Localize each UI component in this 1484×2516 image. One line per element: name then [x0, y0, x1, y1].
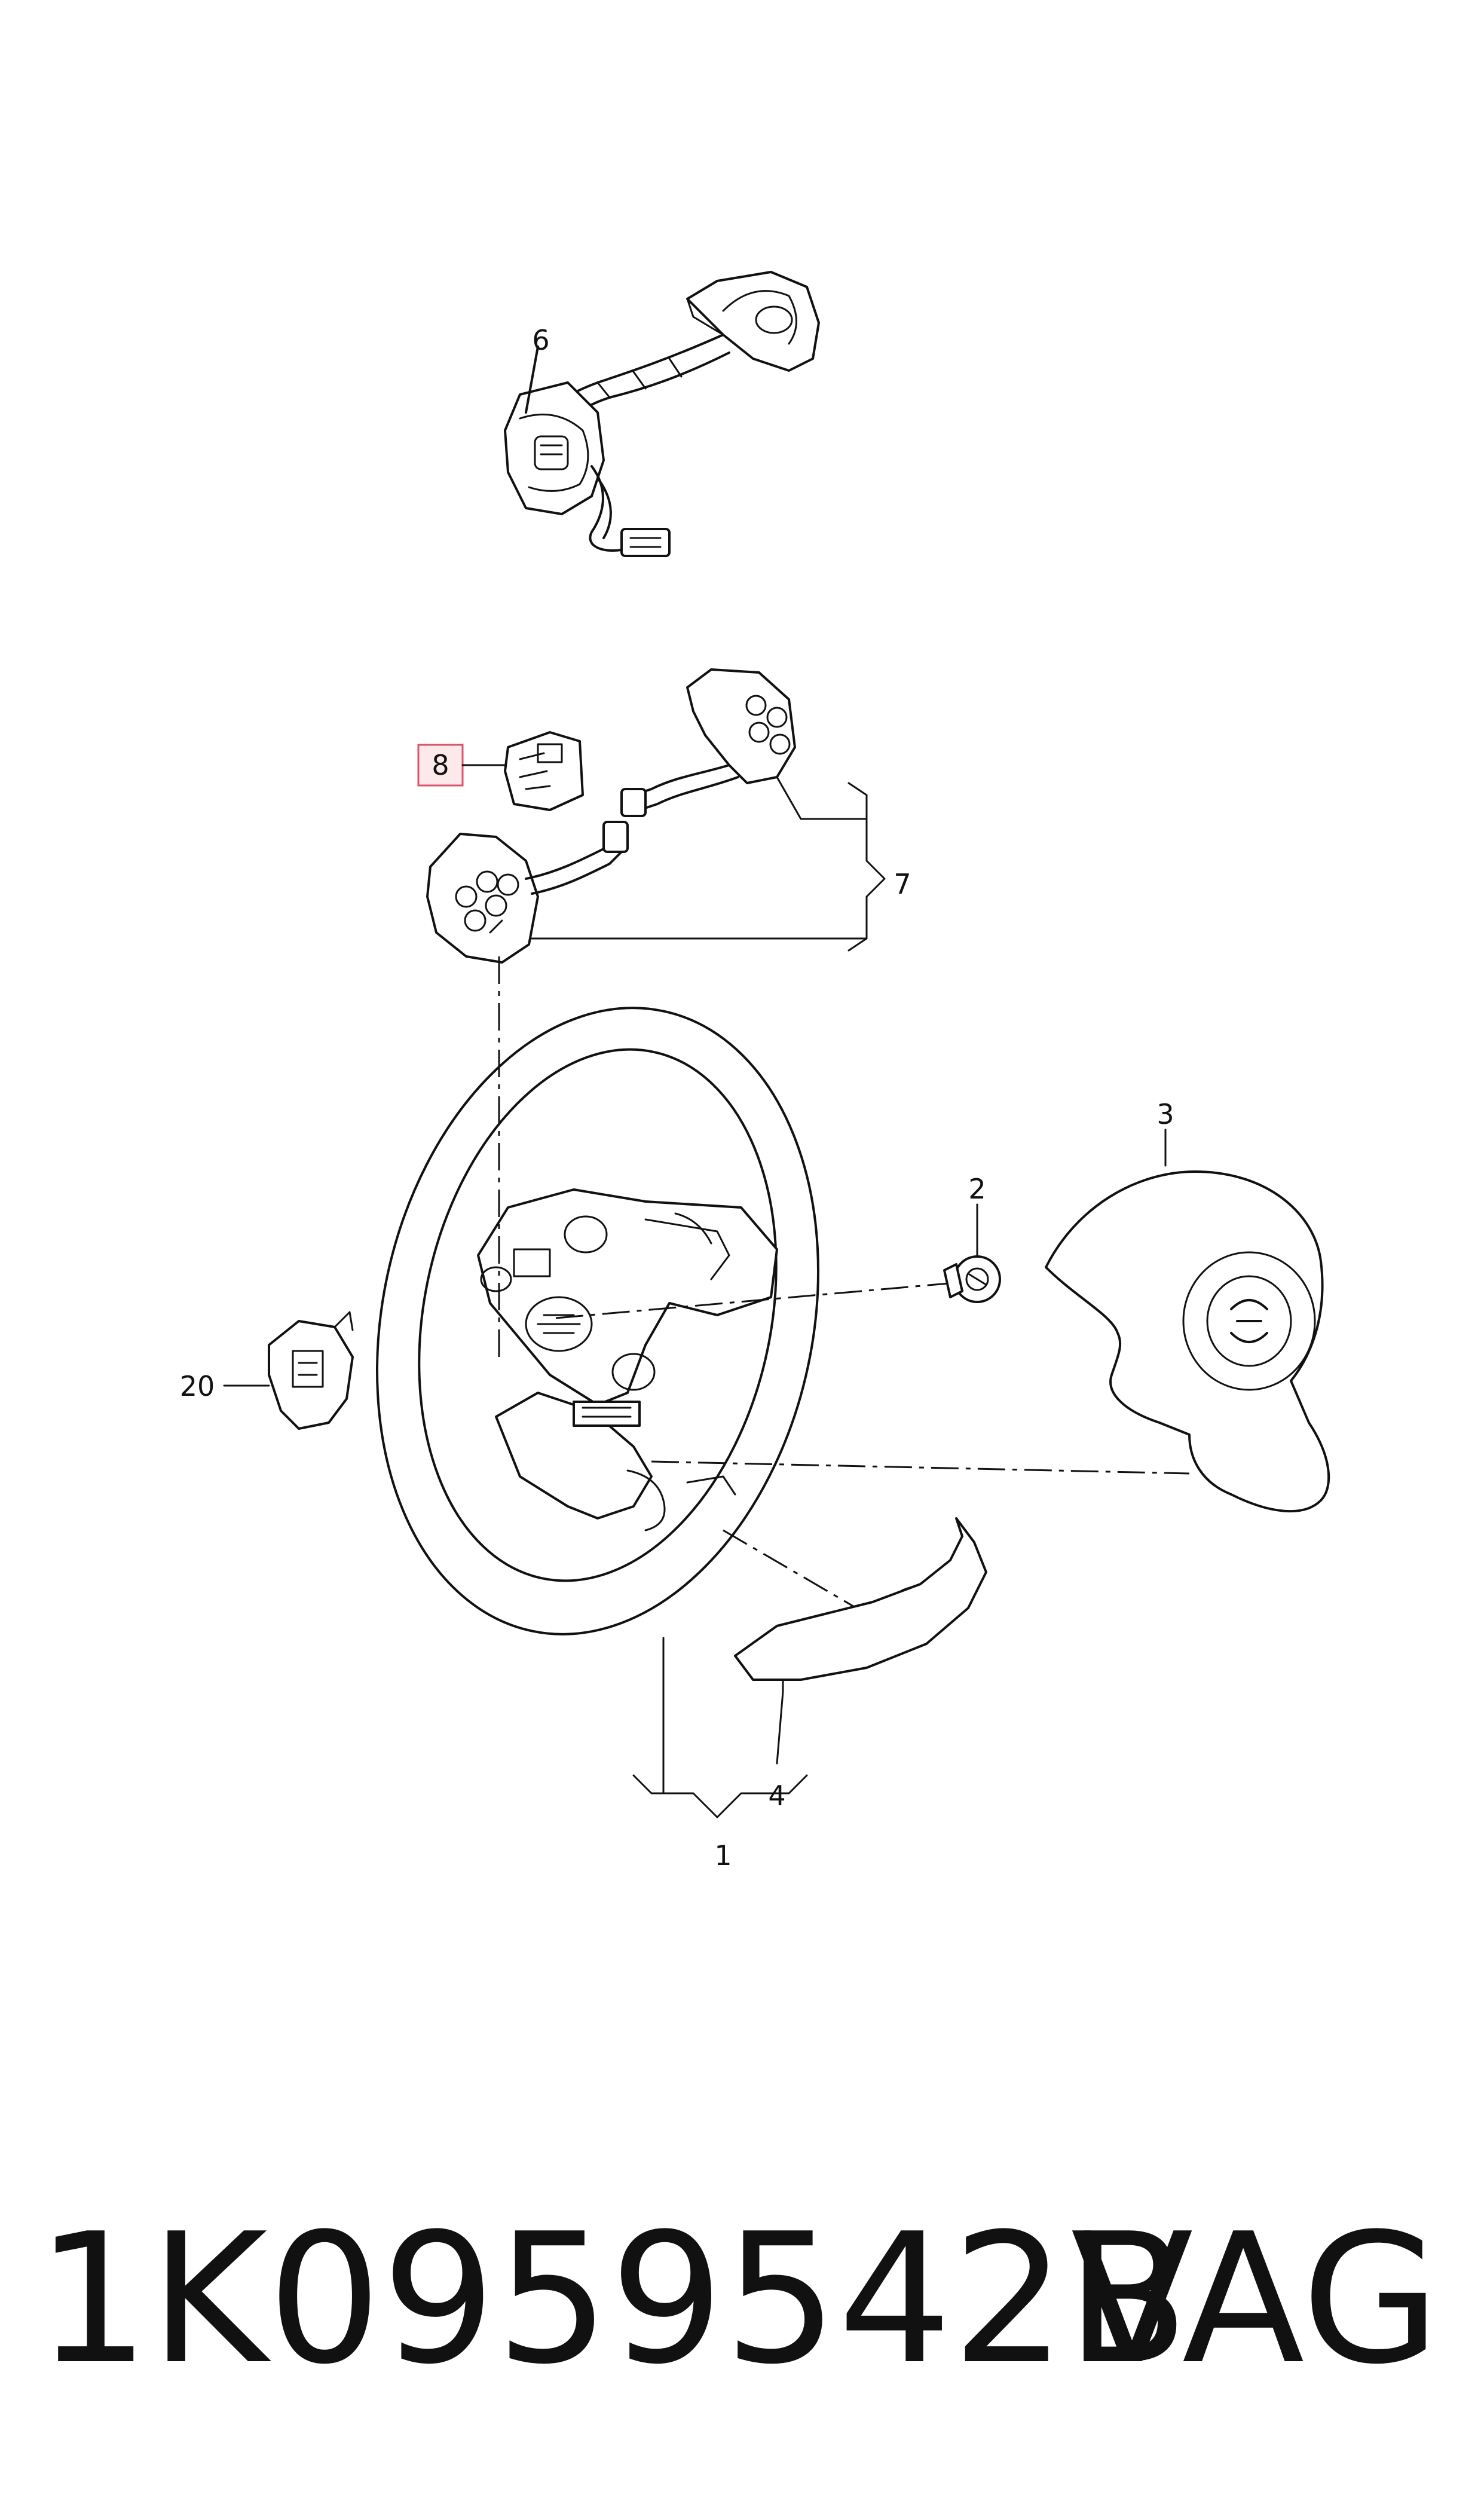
callout-8: 8: [432, 749, 449, 781]
callout-4: 4: [768, 1780, 785, 1812]
part-number: 1K0959542B: [36, 2195, 1189, 2404]
airbag-3: [1045, 1129, 1330, 1513]
steering-wheel-1: [376, 956, 1190, 1818]
callout-6: 6: [532, 324, 549, 356]
bolt-2: [943, 1203, 1001, 1303]
callout-1: 1: [714, 1839, 732, 1872]
callout-3: 3: [1156, 1098, 1174, 1130]
switch-set-7: [417, 668, 886, 964]
switch-assembly-6: [504, 271, 820, 557]
callout-2: 2: [968, 1173, 986, 1205]
callout-20: 20: [180, 1370, 215, 1402]
trim-4: [734, 1517, 987, 1765]
brand-label: VAG: [1071, 2195, 1440, 2404]
callout-7: 7: [894, 868, 911, 900]
bracket-20: [223, 1311, 354, 1430]
